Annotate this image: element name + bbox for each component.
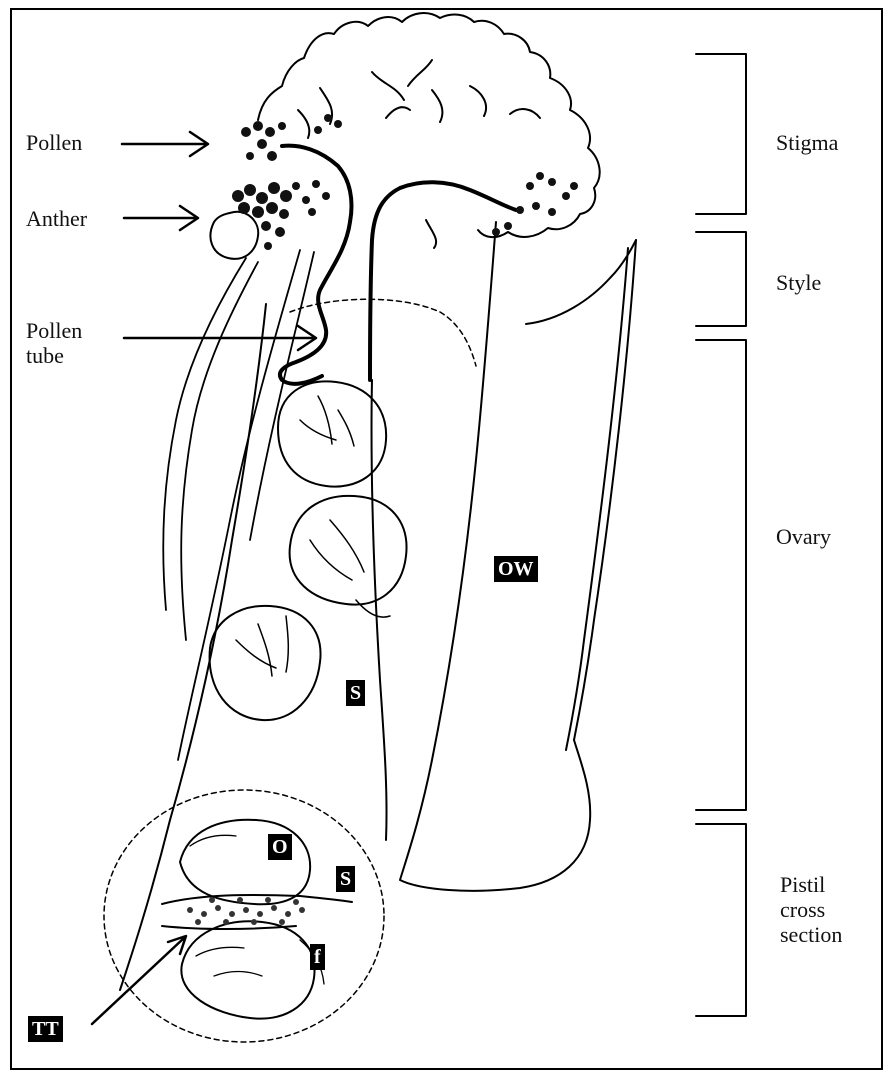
filament-left [163,258,258,640]
ovary-top-rim [526,240,636,324]
ovule-1 [278,381,386,486]
arrow-tt [92,936,186,1024]
stigma-hairs [298,60,540,248]
cross-section-boundary [104,790,384,1042]
label-stigma: Stigma [776,130,838,155]
label-pollen-tube: Pollen tube [26,318,82,368]
label-style: Style [776,270,821,295]
anther-body [210,212,258,259]
cross-section-ovule-bottom [181,921,314,1018]
ovule-1-detail [300,396,354,446]
ovule-2-detail [310,520,390,617]
bracket-stigma [696,54,746,214]
label-pollen: Pollen [26,130,82,155]
ovule-3-detail [236,616,288,676]
filament-right [178,250,314,760]
arrow-pollen-tube [124,326,316,350]
cross-section-ovule-top [180,820,310,904]
bracket-cross-section [696,824,746,1016]
label-tt: TT [28,1016,63,1042]
arrow-pollen [122,132,208,156]
ovule-2 [290,496,407,605]
label-anther: Anther [26,206,87,231]
label-ow: OW [494,556,538,582]
bracket-ovary [696,340,746,810]
pollen-grains [232,114,578,250]
label-f: f [310,944,325,970]
label-o: O [268,834,292,860]
label-s-cross: S [336,866,355,892]
bracket-style [696,232,746,326]
label-cross-section: Pistil cross section [780,872,842,947]
arrow-anther [124,206,198,230]
ovary-wall-inner [566,240,636,750]
label-s-ovary: S [346,680,365,706]
label-ovary: Ovary [776,524,831,549]
style-tube [370,182,516,380]
